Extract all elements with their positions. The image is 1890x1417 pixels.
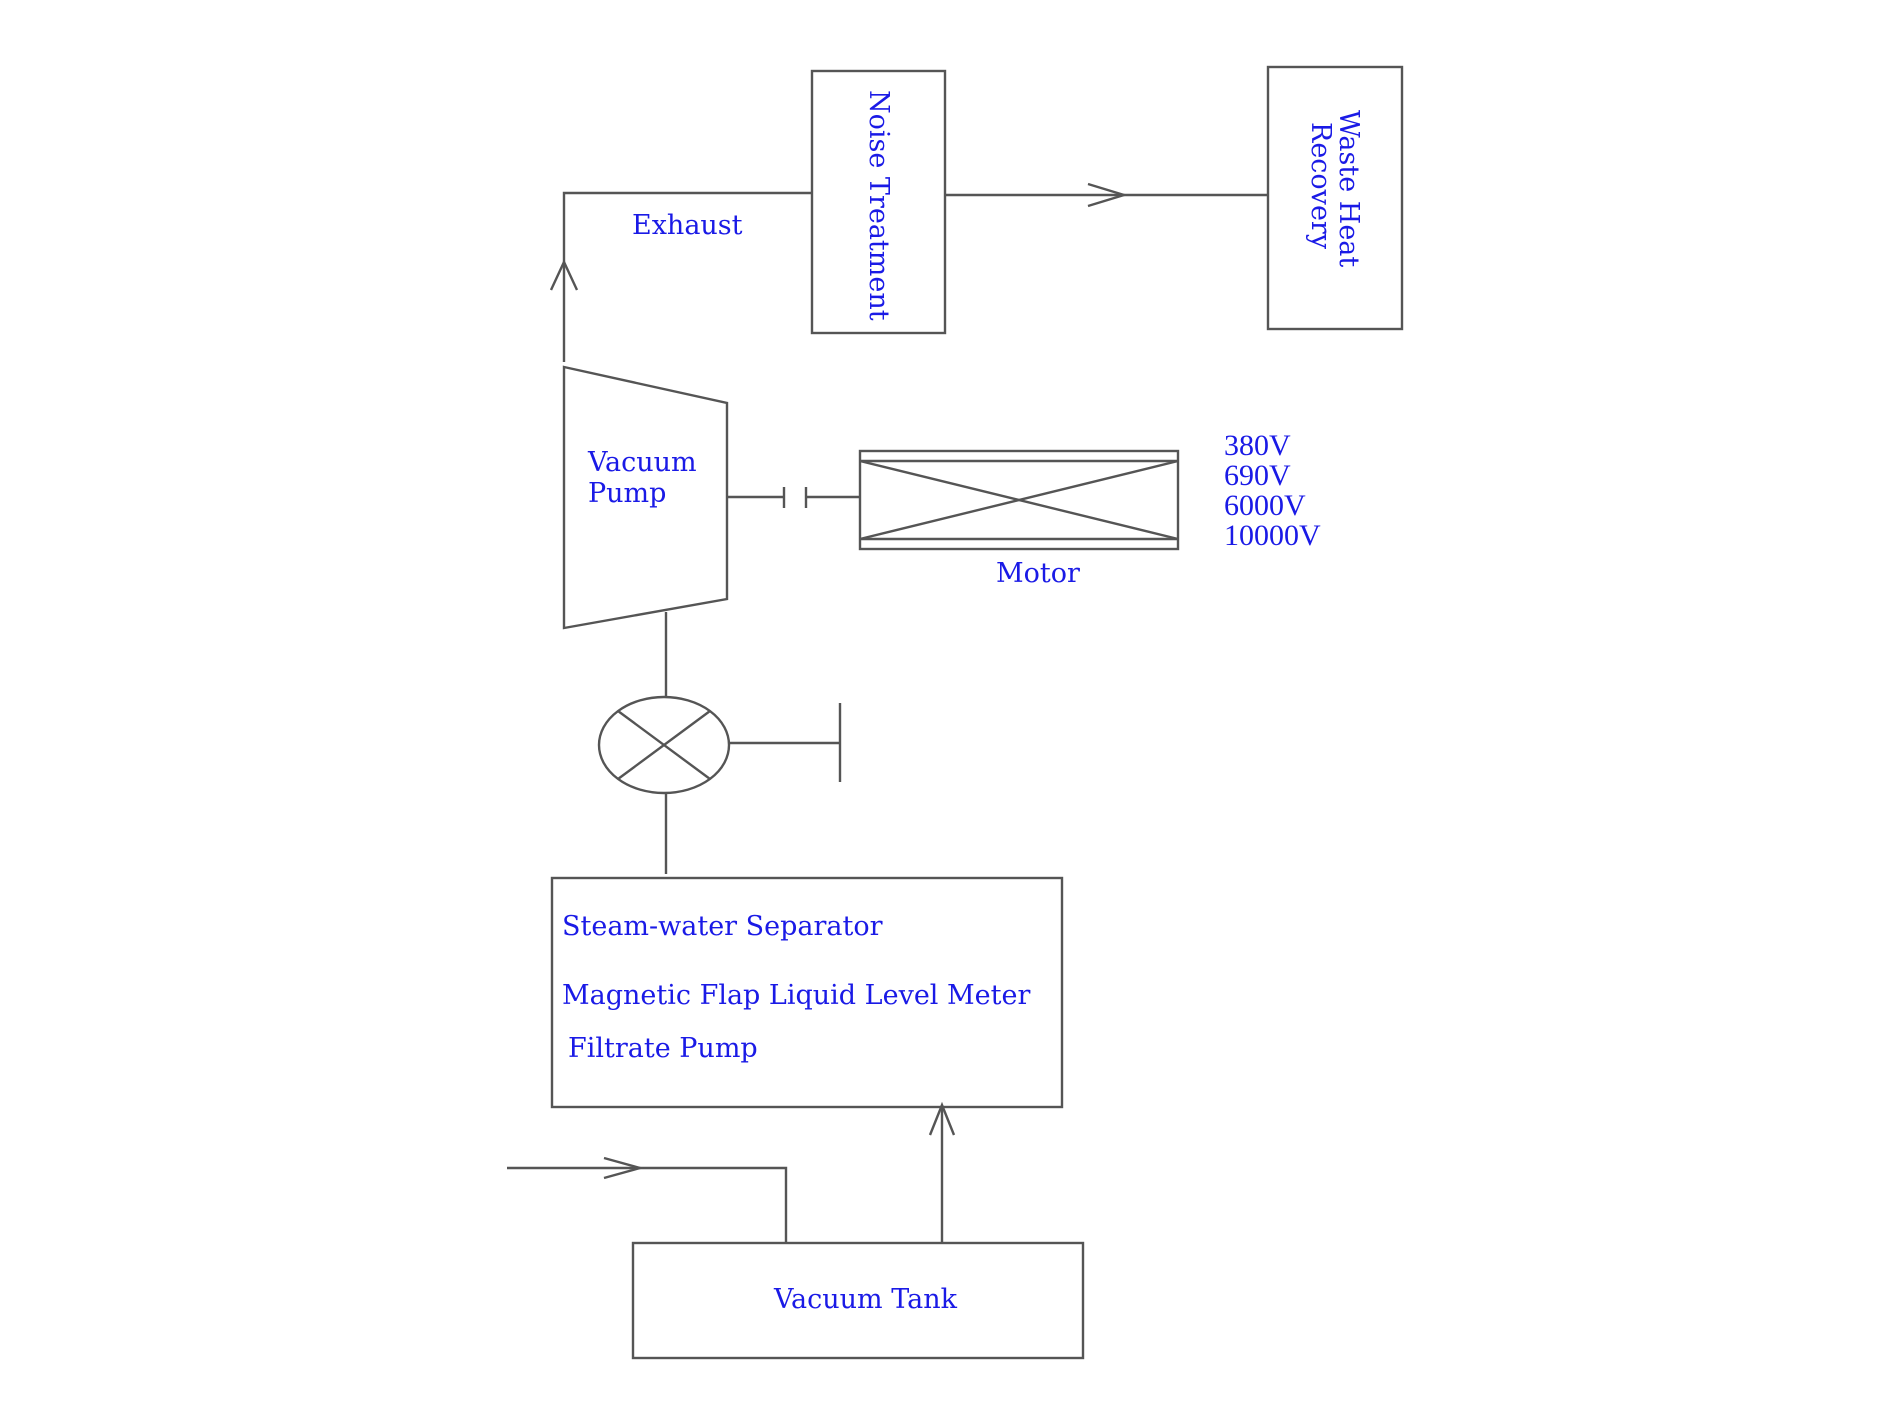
waste-heat-label-line2: Recovery <box>1305 122 1336 250</box>
motor-label: Motor <box>996 558 1080 589</box>
noise-treatment-label: Noise Treatment <box>863 90 894 321</box>
magnetic-flap-meter-label: Magnetic Flap Liquid Level Meter <box>562 980 1030 1011</box>
steam-water-separator-label: Steam-water Separator <box>562 911 883 942</box>
motor-cross-2 <box>859 459 1179 541</box>
vacuum-tank-box <box>631 1241 1085 1360</box>
inlet-pipe <box>507 1166 788 1243</box>
tank-to-separator-arrow-head <box>928 1101 956 1136</box>
noise-treatment-box <box>810 69 947 335</box>
separator-box <box>550 876 1064 1109</box>
voltage-10000: 10000V <box>1224 519 1321 552</box>
vacuum-tank-label: Vacuum Tank <box>773 1284 958 1315</box>
vacuum-pump-shape <box>562 365 729 630</box>
waste-heat-recovery-box <box>1266 65 1404 331</box>
voltage-6000: 6000V <box>1224 489 1306 522</box>
noise-to-heat-arrow-head <box>1087 182 1129 208</box>
voltage-690: 690V <box>1224 459 1291 492</box>
filtrate-pump-label: Filtrate Pump <box>568 1033 758 1064</box>
vacuum-pump-label-line1: Vacuum <box>587 447 697 478</box>
exhaust-pipe <box>562 191 812 362</box>
inlet-arrow-head <box>603 1156 645 1180</box>
exhaust-label: Exhaust <box>632 210 743 241</box>
vacuum-pump-label-line2: Pump <box>588 478 666 509</box>
waste-heat-label-line1: Waste Heat <box>1333 110 1364 267</box>
exhaust-arrow-head <box>549 259 579 291</box>
voltage-380: 380V <box>1224 429 1291 462</box>
valve-cross-2 <box>617 710 711 780</box>
